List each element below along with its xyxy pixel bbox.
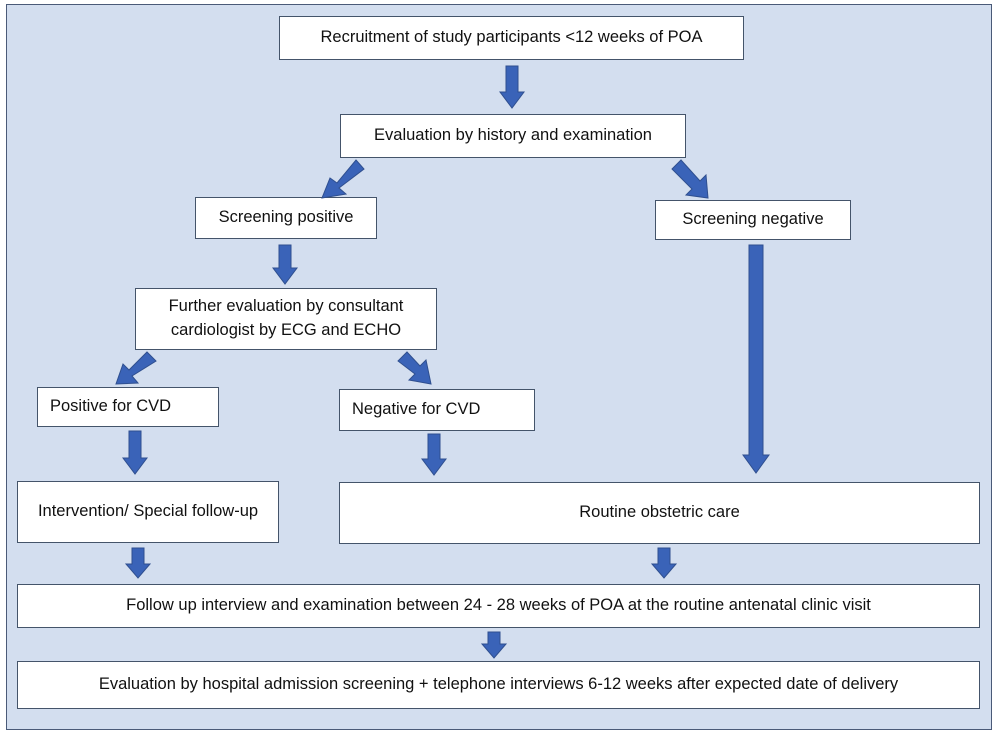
recruitment-box: Recruitment of study participants <12 we…: [279, 16, 744, 60]
evaluation-box: Evaluation by history and examination: [340, 114, 686, 158]
screening-positive-box: Screening positive: [195, 197, 377, 239]
follow-up-box: Follow up interview and examination betw…: [17, 584, 980, 628]
intervention-box: Intervention/ Special follow-up: [17, 481, 279, 543]
final-evaluation-box: Evaluation by hospital admission screeni…: [17, 661, 980, 709]
screening-negative-box: Screening negative: [655, 200, 851, 240]
negative-cvd-box: Negative for CVD: [339, 389, 535, 431]
positive-cvd-box: Positive for CVD: [37, 387, 219, 427]
routine-care-box: Routine obstetric care: [339, 482, 980, 544]
further-evaluation-box: Further evaluation by consultant cardiol…: [135, 288, 437, 350]
